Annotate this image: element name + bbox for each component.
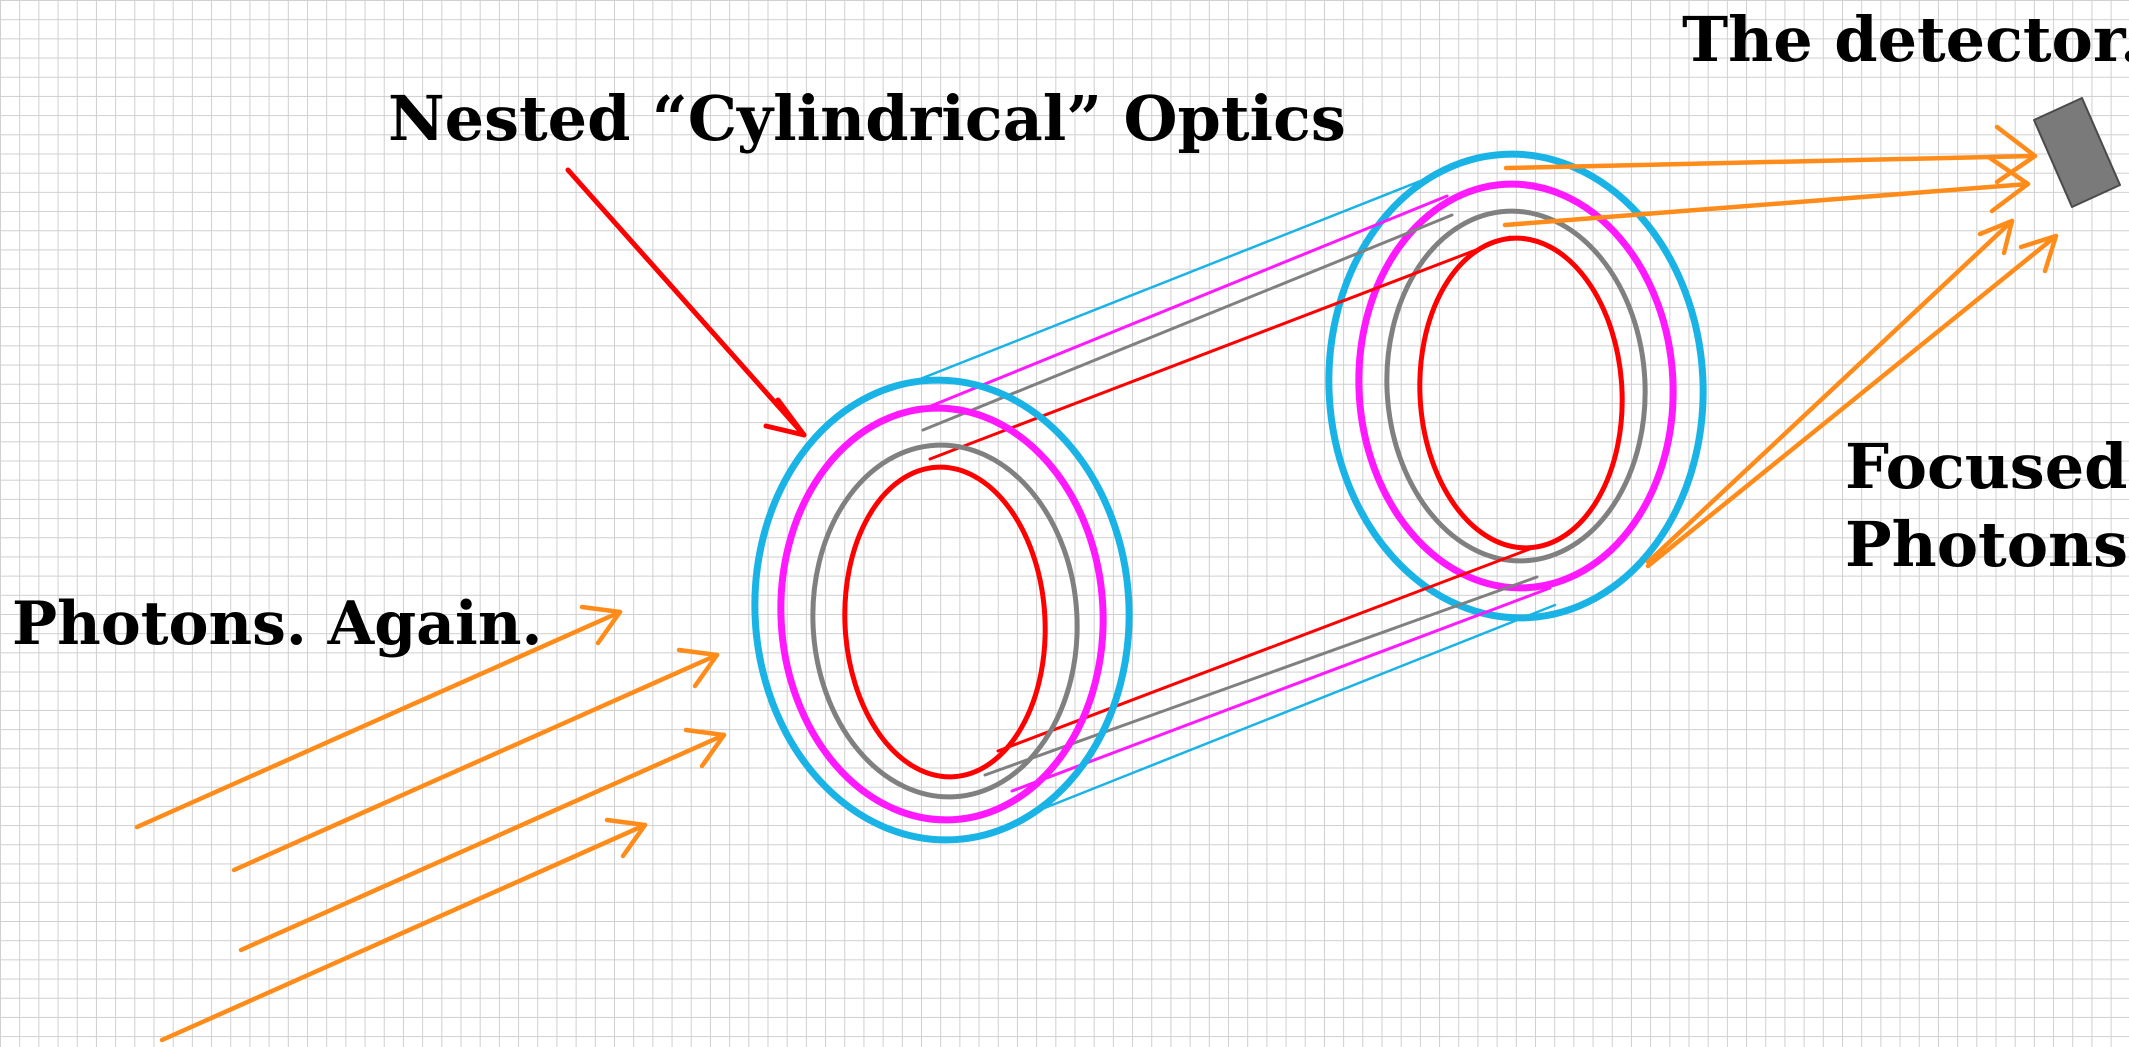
- third-shell-sides: [921, 213, 1539, 777]
- outer-shell-sides: [903, 176, 1557, 815]
- outer-shell-back-rim: [1325, 150, 1707, 622]
- focused-photons: [1502, 124, 2059, 569]
- photon-arrow-3: [238, 727, 727, 953]
- pointer-arrow: [565, 167, 807, 438]
- detector-rectangle-icon: [2033, 97, 2121, 208]
- focused-photon-3: [1645, 218, 2015, 565]
- second-shell-sides: [924, 194, 1552, 793]
- incoming-photons: [134, 604, 727, 1043]
- inner-shell-sides: [928, 235, 1537, 753]
- detector-label: The detector.: [1682, 3, 2129, 76]
- inner-shell-back-rim: [1417, 235, 1625, 551]
- second-shell-front-rim: [777, 404, 1107, 824]
- inner-shell-front-rim: [842, 464, 1048, 780]
- focused-photons-label: Focused Photons: [1845, 428, 2128, 583]
- third-shell-front-rim: [810, 442, 1080, 800]
- photon-arrow-2: [231, 647, 720, 873]
- incoming-photons-label: Photons. Again.: [12, 589, 543, 659]
- third-shell-back-rim: [1384, 208, 1648, 564]
- photon-arrow-4: [159, 817, 648, 1043]
- photon-arrow-1: [134, 604, 623, 830]
- second-shell-back-rim: [1355, 180, 1677, 592]
- focused-photons-label-line-1: Focused: [1845, 430, 2128, 503]
- outer-shell-front-rim: [751, 376, 1133, 844]
- focused-photons-label-line-2: Photons: [1845, 507, 2129, 581]
- optics-title-label: Nested “Cylindrical” Optics: [388, 82, 1346, 155]
- focused-photon-4: [1645, 233, 2059, 569]
- focused-photon-2: [1502, 155, 2031, 228]
